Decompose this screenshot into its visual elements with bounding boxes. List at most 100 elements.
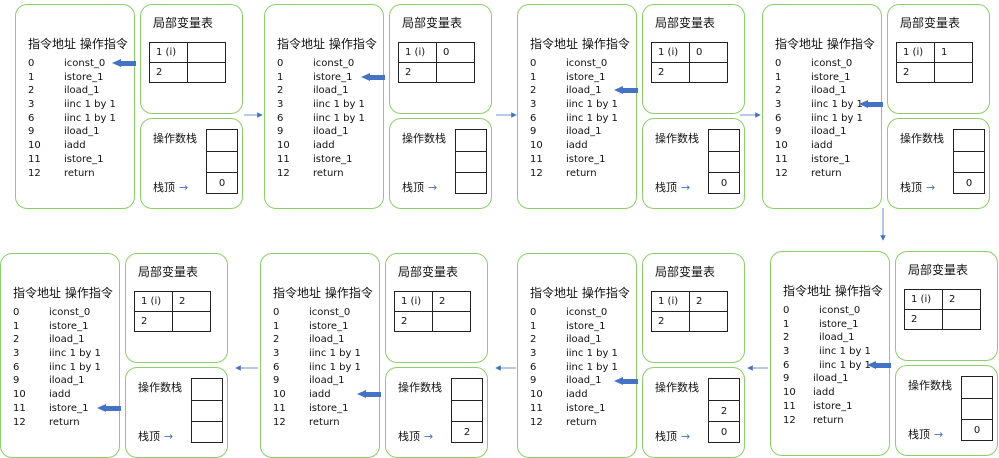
instruction-opcode: return [813, 414, 844, 426]
local-variable-value [689, 62, 728, 83]
instruction-opcode: istore_1 [566, 402, 606, 414]
operand-stack-title: 操作数栈 [398, 381, 442, 394]
stack-slot: 2 [709, 400, 739, 421]
instruction-opcode: iadd [313, 140, 335, 152]
operand-stack-box: 操作数栈 栈顶→ 0 [887, 118, 990, 209]
operand-stack-box: 操作数栈 栈顶→ 2 [385, 367, 488, 458]
instruction-address: 3 [13, 348, 20, 360]
instruction-opcode: iload_1 [309, 375, 345, 387]
instruction-opcode: iload_1 [811, 85, 847, 97]
instruction-opcode: iload_1 [309, 334, 345, 346]
operand-stack: 0 [953, 129, 985, 194]
operand-stack-title: 操作数栈 [900, 132, 944, 145]
stack-top-label: 栈顶→ [655, 428, 690, 444]
instruction-opcode: iadd [309, 389, 331, 401]
instruction-address: 0 [783, 305, 790, 316]
instruction-address: 1 [530, 71, 537, 83]
local-variable-row: 2 [149, 62, 226, 83]
local-variable-table-box: 局部变量表 1 (i)2 [140, 4, 243, 114]
stack-top-arrow-icon: → [681, 430, 691, 443]
instruction-address: 6 [530, 361, 537, 373]
stack-top-arrow-icon: → [428, 181, 438, 194]
instruction-opcode: return [566, 416, 597, 428]
instruction-address: 10 [775, 140, 788, 152]
local-variable-table-title: 局部变量表 [900, 16, 961, 30]
instruction-address: 6 [273, 361, 280, 373]
instruction-opcode: istore_1 [811, 153, 851, 165]
operand-stack-title: 操作数栈 [153, 132, 197, 145]
operand-stack-title: 操作数栈 [655, 381, 699, 394]
instruction-address: 9 [530, 126, 537, 138]
instruction-address: 9 [783, 373, 790, 385]
instruction-opcode: istore_1 [309, 320, 349, 332]
local-variable-row: 2 [896, 62, 973, 83]
stack-slot: 0 [962, 419, 992, 440]
instruction-address: 2 [530, 85, 537, 97]
instruction-address: 11 [775, 153, 788, 165]
instruction-opcode: iload_1 [813, 373, 849, 385]
instruction-opcode: istore_1 [64, 153, 104, 165]
stack-top-text: 栈顶 [398, 430, 420, 443]
current-instruction-arrow-icon [859, 100, 883, 109]
instruction-address: 11 [783, 400, 796, 412]
instruction-address: 6 [277, 112, 284, 124]
instruction-opcode: iinc 1 by 1 [566, 112, 618, 124]
instruction-opcode: iadd [64, 140, 86, 152]
instruction-address: 1 [28, 71, 35, 83]
instruction-opcode: iadd [49, 389, 71, 401]
instruction-opcode: iload_1 [819, 332, 855, 344]
operand-stack-box: 操作数栈 栈顶→ 0 [140, 118, 243, 209]
instruction-opcode: iconst_0 [49, 307, 91, 318]
stack-top-text: 栈顶 [138, 430, 160, 443]
instruction-opcode: iconst_0 [819, 305, 861, 316]
local-variable-slot: 2 [904, 309, 943, 330]
instruction-opcode: istore_1 [566, 320, 606, 332]
instruction-address: 1 [530, 320, 537, 332]
stack-slot [456, 151, 486, 172]
instruction-header: 指令地址 操作指令 [775, 37, 875, 51]
instruction-address: 1 [273, 320, 280, 332]
instruction-opcode: istore_1 [64, 71, 104, 83]
current-instruction-arrow-icon [614, 86, 638, 95]
instruction-address: 10 [28, 140, 41, 152]
instruction-address: 9 [28, 126, 35, 138]
instruction-address: 6 [783, 359, 790, 371]
instruction-header: 指令地址 操作指令 [28, 37, 128, 51]
operand-stack: 0 [206, 129, 238, 194]
local-variable-row: 2 [394, 311, 471, 332]
operand-stack: 0 [961, 376, 993, 441]
instruction-address: 3 [783, 346, 790, 358]
current-instruction-arrow-icon [867, 360, 891, 370]
instruction-opcode: iinc 1 by 1 [64, 112, 116, 124]
operand-stack: 2 [451, 378, 483, 443]
instruction-opcode: iinc 1 by 1 [811, 112, 863, 124]
local-variable-table-title: 局部变量表 [655, 265, 716, 279]
instruction-opcode: iload_1 [49, 375, 85, 387]
local-variable-row: 2 [398, 62, 475, 83]
stack-top-arrow-icon: → [179, 181, 189, 194]
stack-slot [207, 151, 237, 172]
instruction-address: 0 [13, 307, 20, 318]
instruction-opcode: iload_1 [566, 375, 602, 387]
instruction-opcode: return [566, 167, 597, 179]
instruction-address: 0 [28, 58, 35, 69]
instruction-opcode: istore_1 [566, 153, 606, 165]
instruction-address: 12 [783, 414, 796, 426]
local-variable-row: 1 (i)1 [896, 42, 973, 63]
instruction-address: 11 [28, 153, 41, 165]
instruction-address: 11 [530, 402, 543, 414]
stack-slot: 0 [709, 421, 739, 442]
instruction-address: 0 [530, 307, 537, 318]
local-variable-slot: 2 [398, 62, 437, 83]
instruction-header: 指令地址 操作指令 [13, 286, 113, 300]
instruction-address: 10 [783, 387, 796, 399]
instruction-opcode: iinc 1 by 1 [819, 359, 871, 371]
